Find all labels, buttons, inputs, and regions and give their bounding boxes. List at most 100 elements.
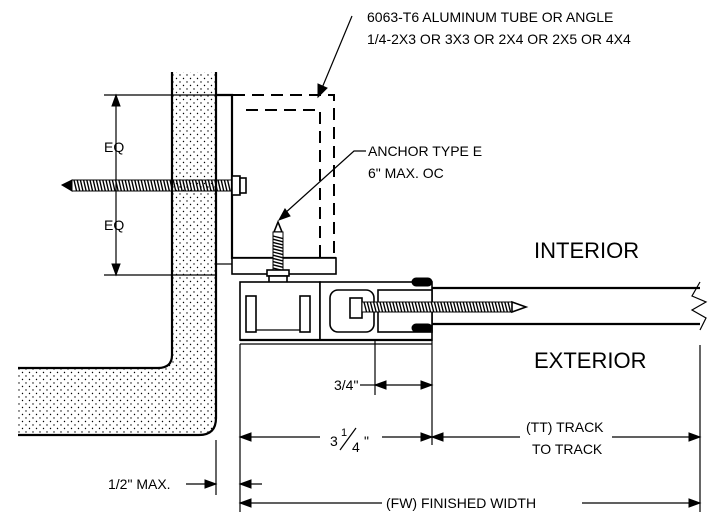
thread-line — [73, 179, 78, 192]
thread-line — [272, 238, 284, 243]
thread-line — [272, 244, 284, 249]
thread-line — [108, 179, 113, 192]
dim-three-quarter-label: 3/4" — [334, 377, 358, 393]
thread-line — [449, 301, 454, 313]
concrete-substrate — [18, 72, 218, 437]
dim-three-whole: 3 — [330, 433, 338, 449]
thread-line — [204, 179, 209, 192]
half-max-label: 1/2" MAX. — [108, 476, 171, 492]
thread-line — [382, 301, 387, 313]
anchor-leader — [277, 150, 366, 221]
thread-line — [272, 235, 284, 240]
thread-line — [363, 301, 368, 313]
thread-line — [440, 301, 445, 313]
thread-line — [272, 251, 284, 256]
aluminum-tube — [216, 93, 337, 275]
thread-line — [379, 301, 384, 313]
track-screw — [349, 297, 529, 319]
thread-line — [207, 179, 212, 192]
thread-line — [417, 301, 422, 313]
thread-line — [459, 301, 464, 313]
thread-line — [82, 179, 87, 192]
thread-line — [507, 301, 512, 313]
eq-bottom-label: EQ — [104, 217, 124, 233]
thread-line — [76, 179, 81, 192]
thread-line — [497, 301, 502, 313]
thread-line — [223, 179, 228, 192]
horizontal-anchor-screw — [60, 175, 247, 196]
thread-line — [462, 301, 467, 313]
dim-finished-width — [238, 498, 702, 508]
thread-line — [392, 301, 397, 313]
thread-line — [130, 179, 135, 192]
thread-line — [140, 179, 145, 192]
thread-line — [92, 179, 97, 192]
thread-line — [411, 301, 416, 313]
thread-line — [475, 301, 480, 313]
thread-line — [134, 179, 139, 192]
thread-line — [456, 301, 461, 313]
thread-line — [153, 179, 158, 192]
thread-line — [491, 301, 496, 313]
thread-line — [398, 301, 403, 313]
exterior-label: EXTERIOR — [534, 348, 646, 373]
dim-track-to-track — [430, 345, 702, 512]
thread-line — [366, 301, 371, 313]
thread-line — [162, 179, 167, 192]
eq-top-label: EQ — [104, 139, 124, 155]
thread-line — [210, 179, 215, 192]
thread-line — [446, 301, 451, 313]
interior-label: INTERIOR — [534, 238, 639, 263]
thread-line — [182, 179, 187, 192]
thread-line — [201, 179, 206, 192]
thread-line — [385, 301, 390, 313]
thread-line — [433, 301, 438, 313]
thread-line — [388, 301, 393, 313]
thread-line — [111, 179, 116, 192]
thread-line — [79, 179, 84, 192]
thread-line — [401, 301, 406, 313]
thread-line — [95, 179, 100, 192]
thread-line — [443, 301, 448, 313]
thread-line — [468, 301, 473, 313]
thread-line — [452, 301, 457, 313]
anchor-callout-line2: 6" MAX. OC — [368, 165, 444, 181]
thread-line — [272, 254, 284, 259]
tube-callout-line1: 6063-T6 ALUMINUM TUBE OR ANGLE — [367, 9, 613, 25]
finished-width-label: (FW) FINISHED WIDTH — [386, 495, 536, 511]
thread-line — [86, 179, 91, 192]
thread-line — [420, 301, 425, 313]
thread-line — [214, 179, 219, 192]
thread-line — [427, 301, 432, 313]
thread-line — [185, 179, 190, 192]
thread-line — [481, 301, 486, 313]
dim-half-max — [186, 440, 262, 495]
thread-line — [105, 179, 110, 192]
thread-line — [478, 301, 483, 313]
thread-line — [369, 301, 374, 313]
track-label-line2: TO TRACK — [532, 441, 603, 457]
thread-line — [172, 179, 177, 192]
thread-line — [494, 301, 499, 313]
dim-three-quarter — [360, 340, 434, 445]
thread-line — [178, 179, 183, 192]
thread-line — [102, 179, 107, 192]
thread-line — [118, 179, 123, 192]
thread-line — [98, 179, 103, 192]
thread-line — [484, 301, 489, 313]
thread-line — [226, 179, 231, 192]
thread-line — [217, 179, 222, 192]
anchor-callout-line1: ANCHOR TYPE E — [368, 143, 482, 159]
thread-line — [121, 179, 126, 192]
thread-line — [89, 179, 94, 192]
dim-frac-num: 1 — [341, 427, 347, 439]
thread-line — [272, 257, 284, 262]
thread-line — [137, 179, 142, 192]
dim-inch-mark: " — [364, 433, 369, 449]
thread-line — [272, 260, 284, 265]
track-label-line1: (TT) TRACK — [526, 419, 604, 435]
thread-line — [424, 301, 429, 313]
thread-line — [146, 179, 151, 192]
thread-line — [188, 179, 193, 192]
